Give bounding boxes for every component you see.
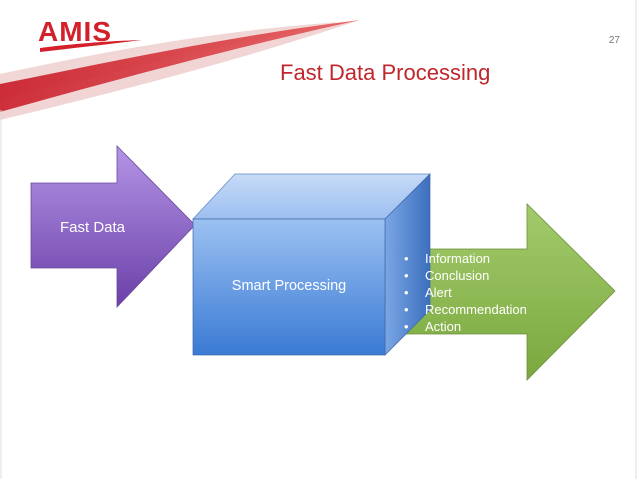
fast-data-label: Fast Data: [60, 219, 126, 236]
box-front-face: [192, 218, 386, 356]
output-item-action: Action: [404, 318, 527, 335]
smart-processing-box: [192, 173, 431, 356]
fast-data-arrow: [30, 145, 196, 309]
output-item-information: Information: [404, 250, 527, 267]
page-number: 27: [608, 35, 620, 46]
output-item-recommendation: Recommendation: [404, 301, 527, 318]
smart-processing-label: Smart Processing: [231, 278, 347, 294]
output-item-alert: Alert: [404, 284, 527, 301]
output-item-conclusion: Conclusion: [404, 267, 527, 284]
amis-logo: AMIS: [38, 16, 112, 47]
logo-swoosh: [40, 40, 142, 52]
slide-title: Fast Data Processing: [280, 60, 491, 85]
header-swoosh: [0, 20, 360, 120]
output-list: Information Conclusion Alert Recommendat…: [404, 250, 527, 335]
